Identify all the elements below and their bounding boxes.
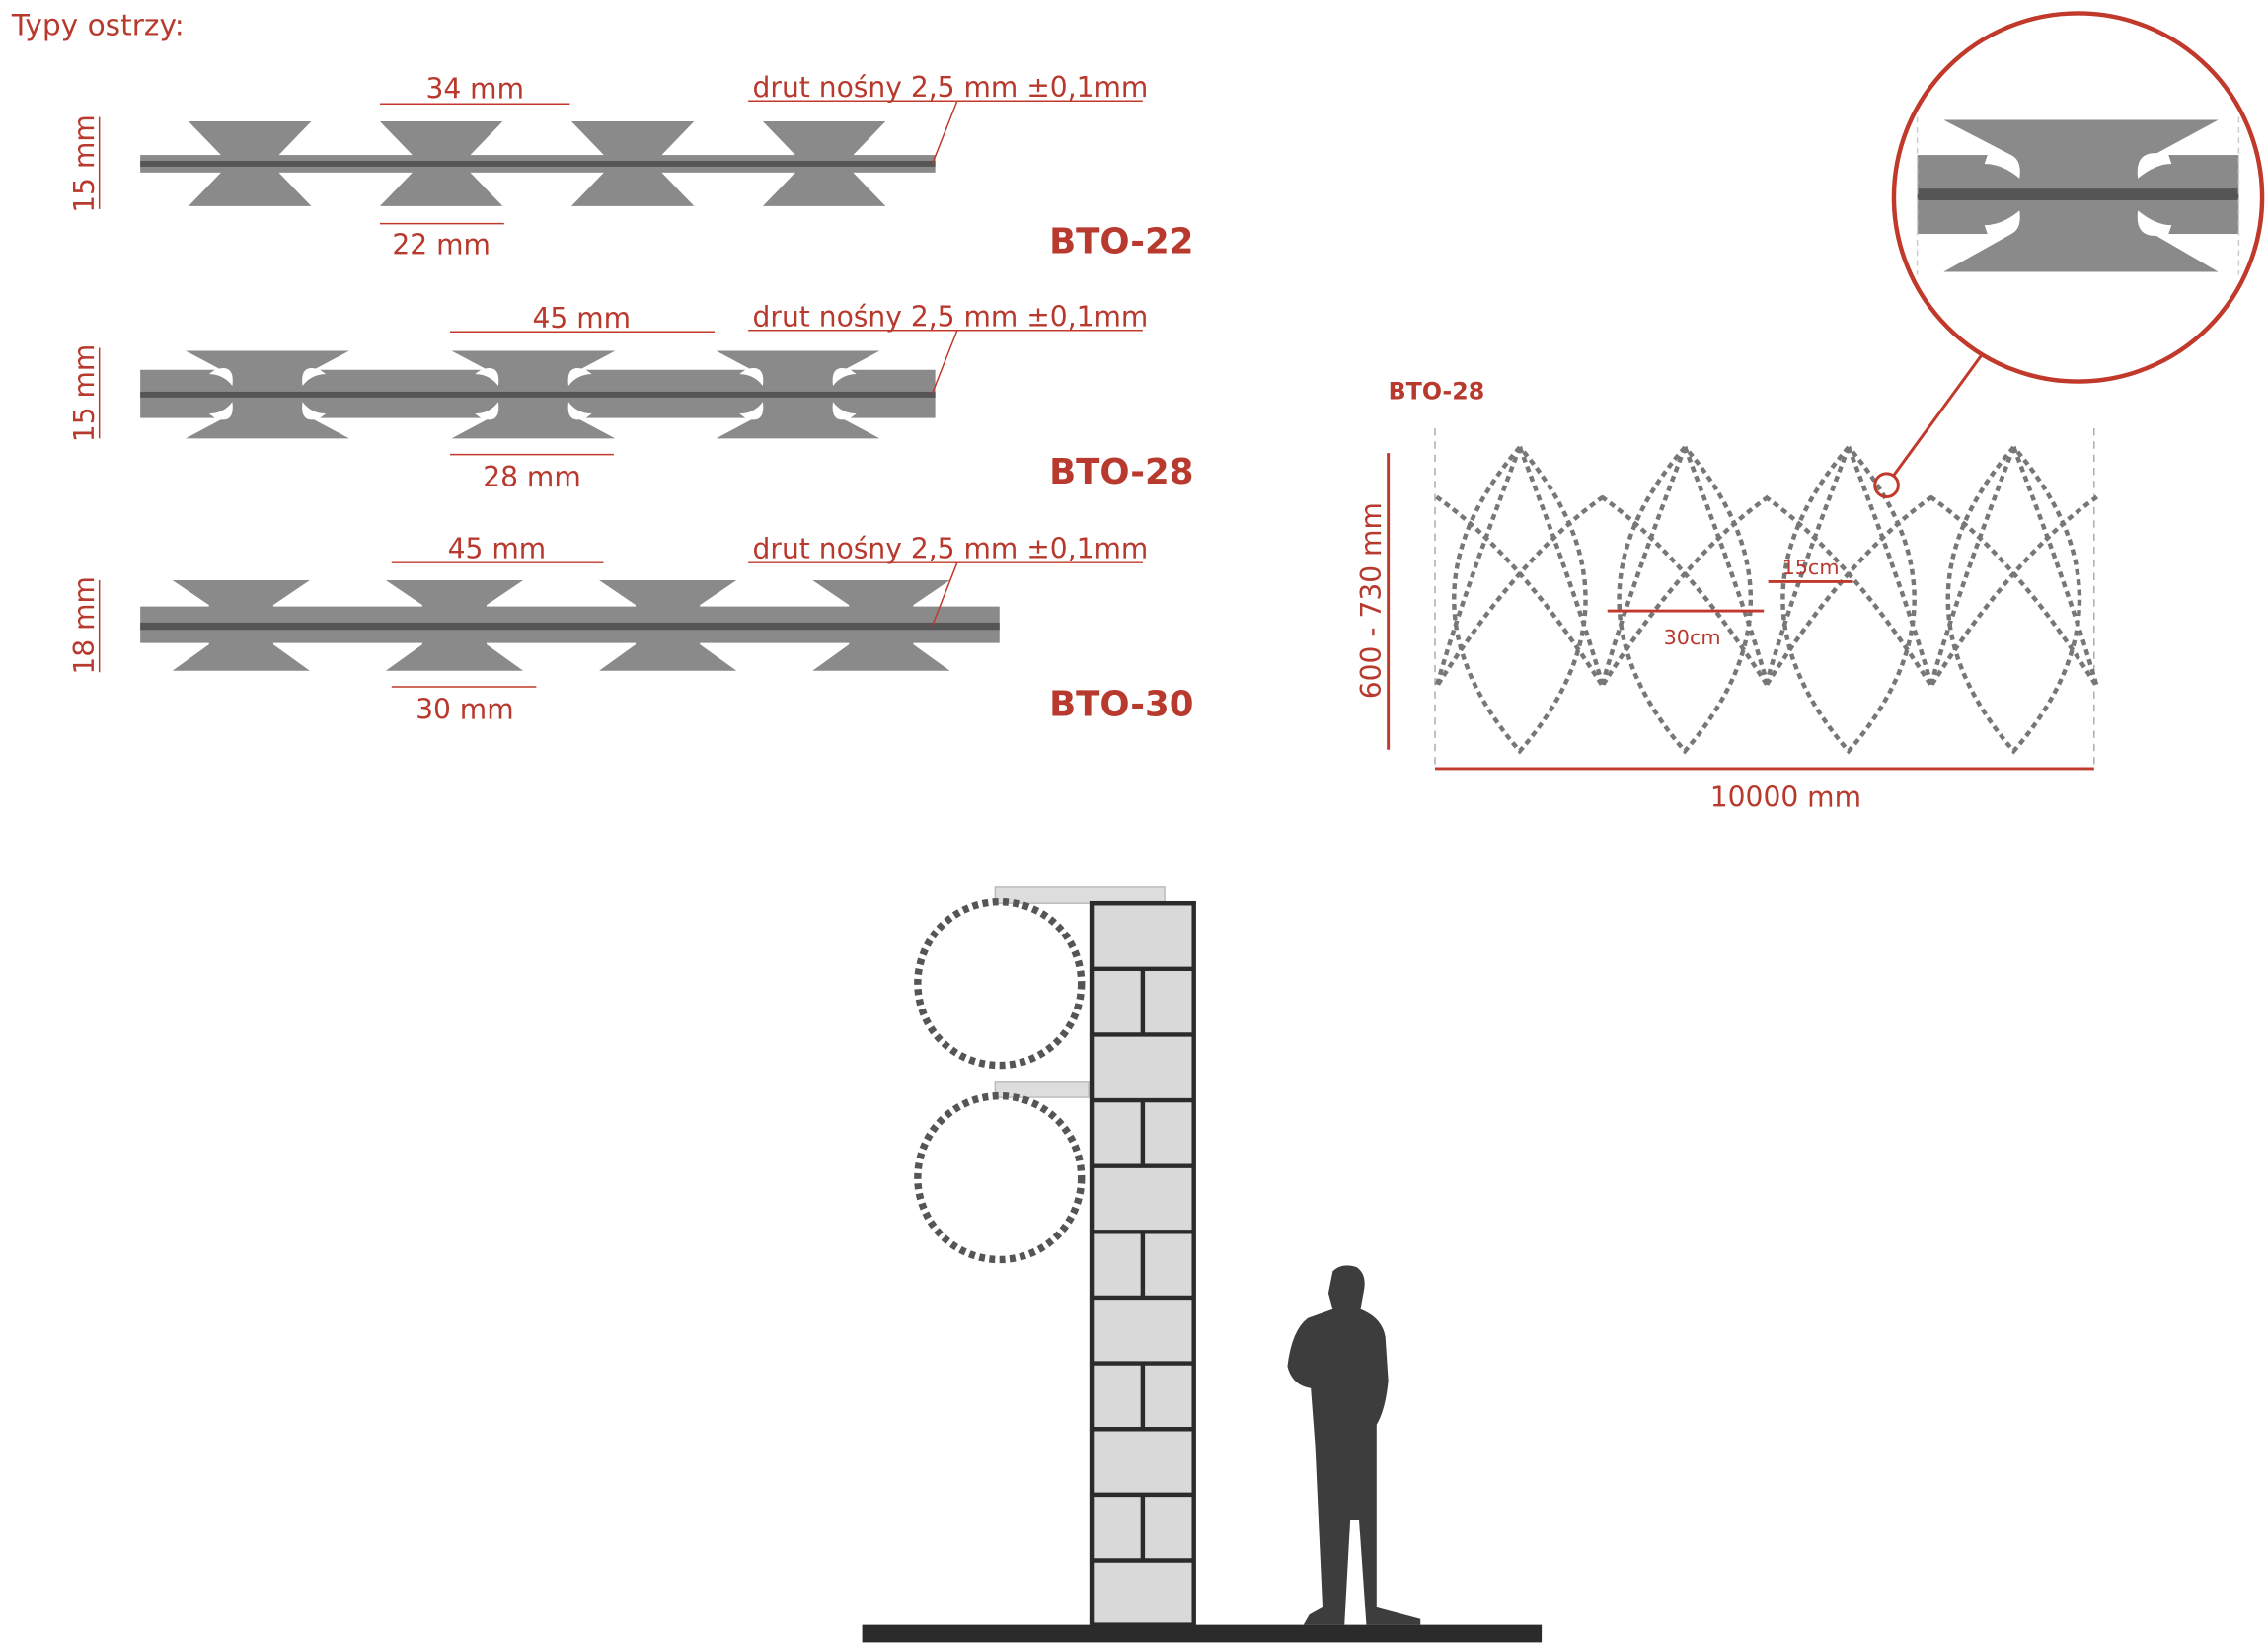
coil-length: 10000 mm (1710, 781, 1861, 813)
bto28-bottom-dim: 28 mm (483, 461, 581, 493)
bto30-top-dim: 45 mm (448, 533, 547, 565)
wall-installation (862, 886, 1543, 1643)
bto28-top-dim: 45 mm (533, 302, 632, 335)
bto28-wire-label: drut nośny 2,5 mm ±0,1mm (753, 300, 1149, 333)
bto22-top-dim: 34 mm (425, 72, 524, 105)
bto22-height: 15 mm (68, 114, 101, 213)
spacing-15cm: 15cm (1782, 556, 1840, 579)
magnifier-detail (1891, 11, 2265, 384)
bto28-label: BTO-28 (1049, 452, 1193, 492)
ground (862, 1624, 1543, 1643)
blade-bto-30: 45 mm 30 mm drut nośny 2,5 mm ±0,1mm 18 … (68, 533, 1194, 726)
coil-loop (1617, 445, 1754, 755)
bto30-wire-label: drut nośny 2,5 mm ±0,1mm (753, 533, 1149, 565)
coil-loop (1780, 445, 1917, 755)
bto30-height: 18 mm (68, 576, 101, 675)
bto22-bottom-dim: 22 mm (392, 229, 491, 262)
coil-loop (1945, 445, 2082, 755)
blade-bto-28: 45 mm 28 mm drut nośny 2,5 mm ±0,1mm 15 … (68, 300, 1194, 493)
spacing-30cm: 30cm (1664, 626, 1721, 649)
coil-height: 600 - 730 mm (1355, 502, 1388, 699)
blade-bto-22: 34 mm 22 mm drut nośny 2,5 mm ±0,1mm 15 … (68, 71, 1194, 262)
bto22-label: BTO-22 (1049, 221, 1193, 262)
bto30-label: BTO-30 (1049, 685, 1193, 725)
coil-loop (1452, 445, 1588, 755)
coil-top (914, 897, 1086, 1070)
title: Typy ostrzy: (11, 9, 185, 42)
coil-bottom (914, 1091, 1086, 1264)
person-silhouette (1287, 1265, 1421, 1625)
coil-diagram: BTO-28 600 - 730 mm 10000 mm 30cm 15cm (1355, 11, 2265, 813)
coil-label: BTO-28 (1389, 377, 1485, 405)
bto30-bottom-dim: 30 mm (416, 694, 514, 726)
bto28-height: 15 mm (68, 344, 101, 443)
bto22-wire-label: drut nośny 2,5 mm ±0,1mm (753, 71, 1149, 104)
